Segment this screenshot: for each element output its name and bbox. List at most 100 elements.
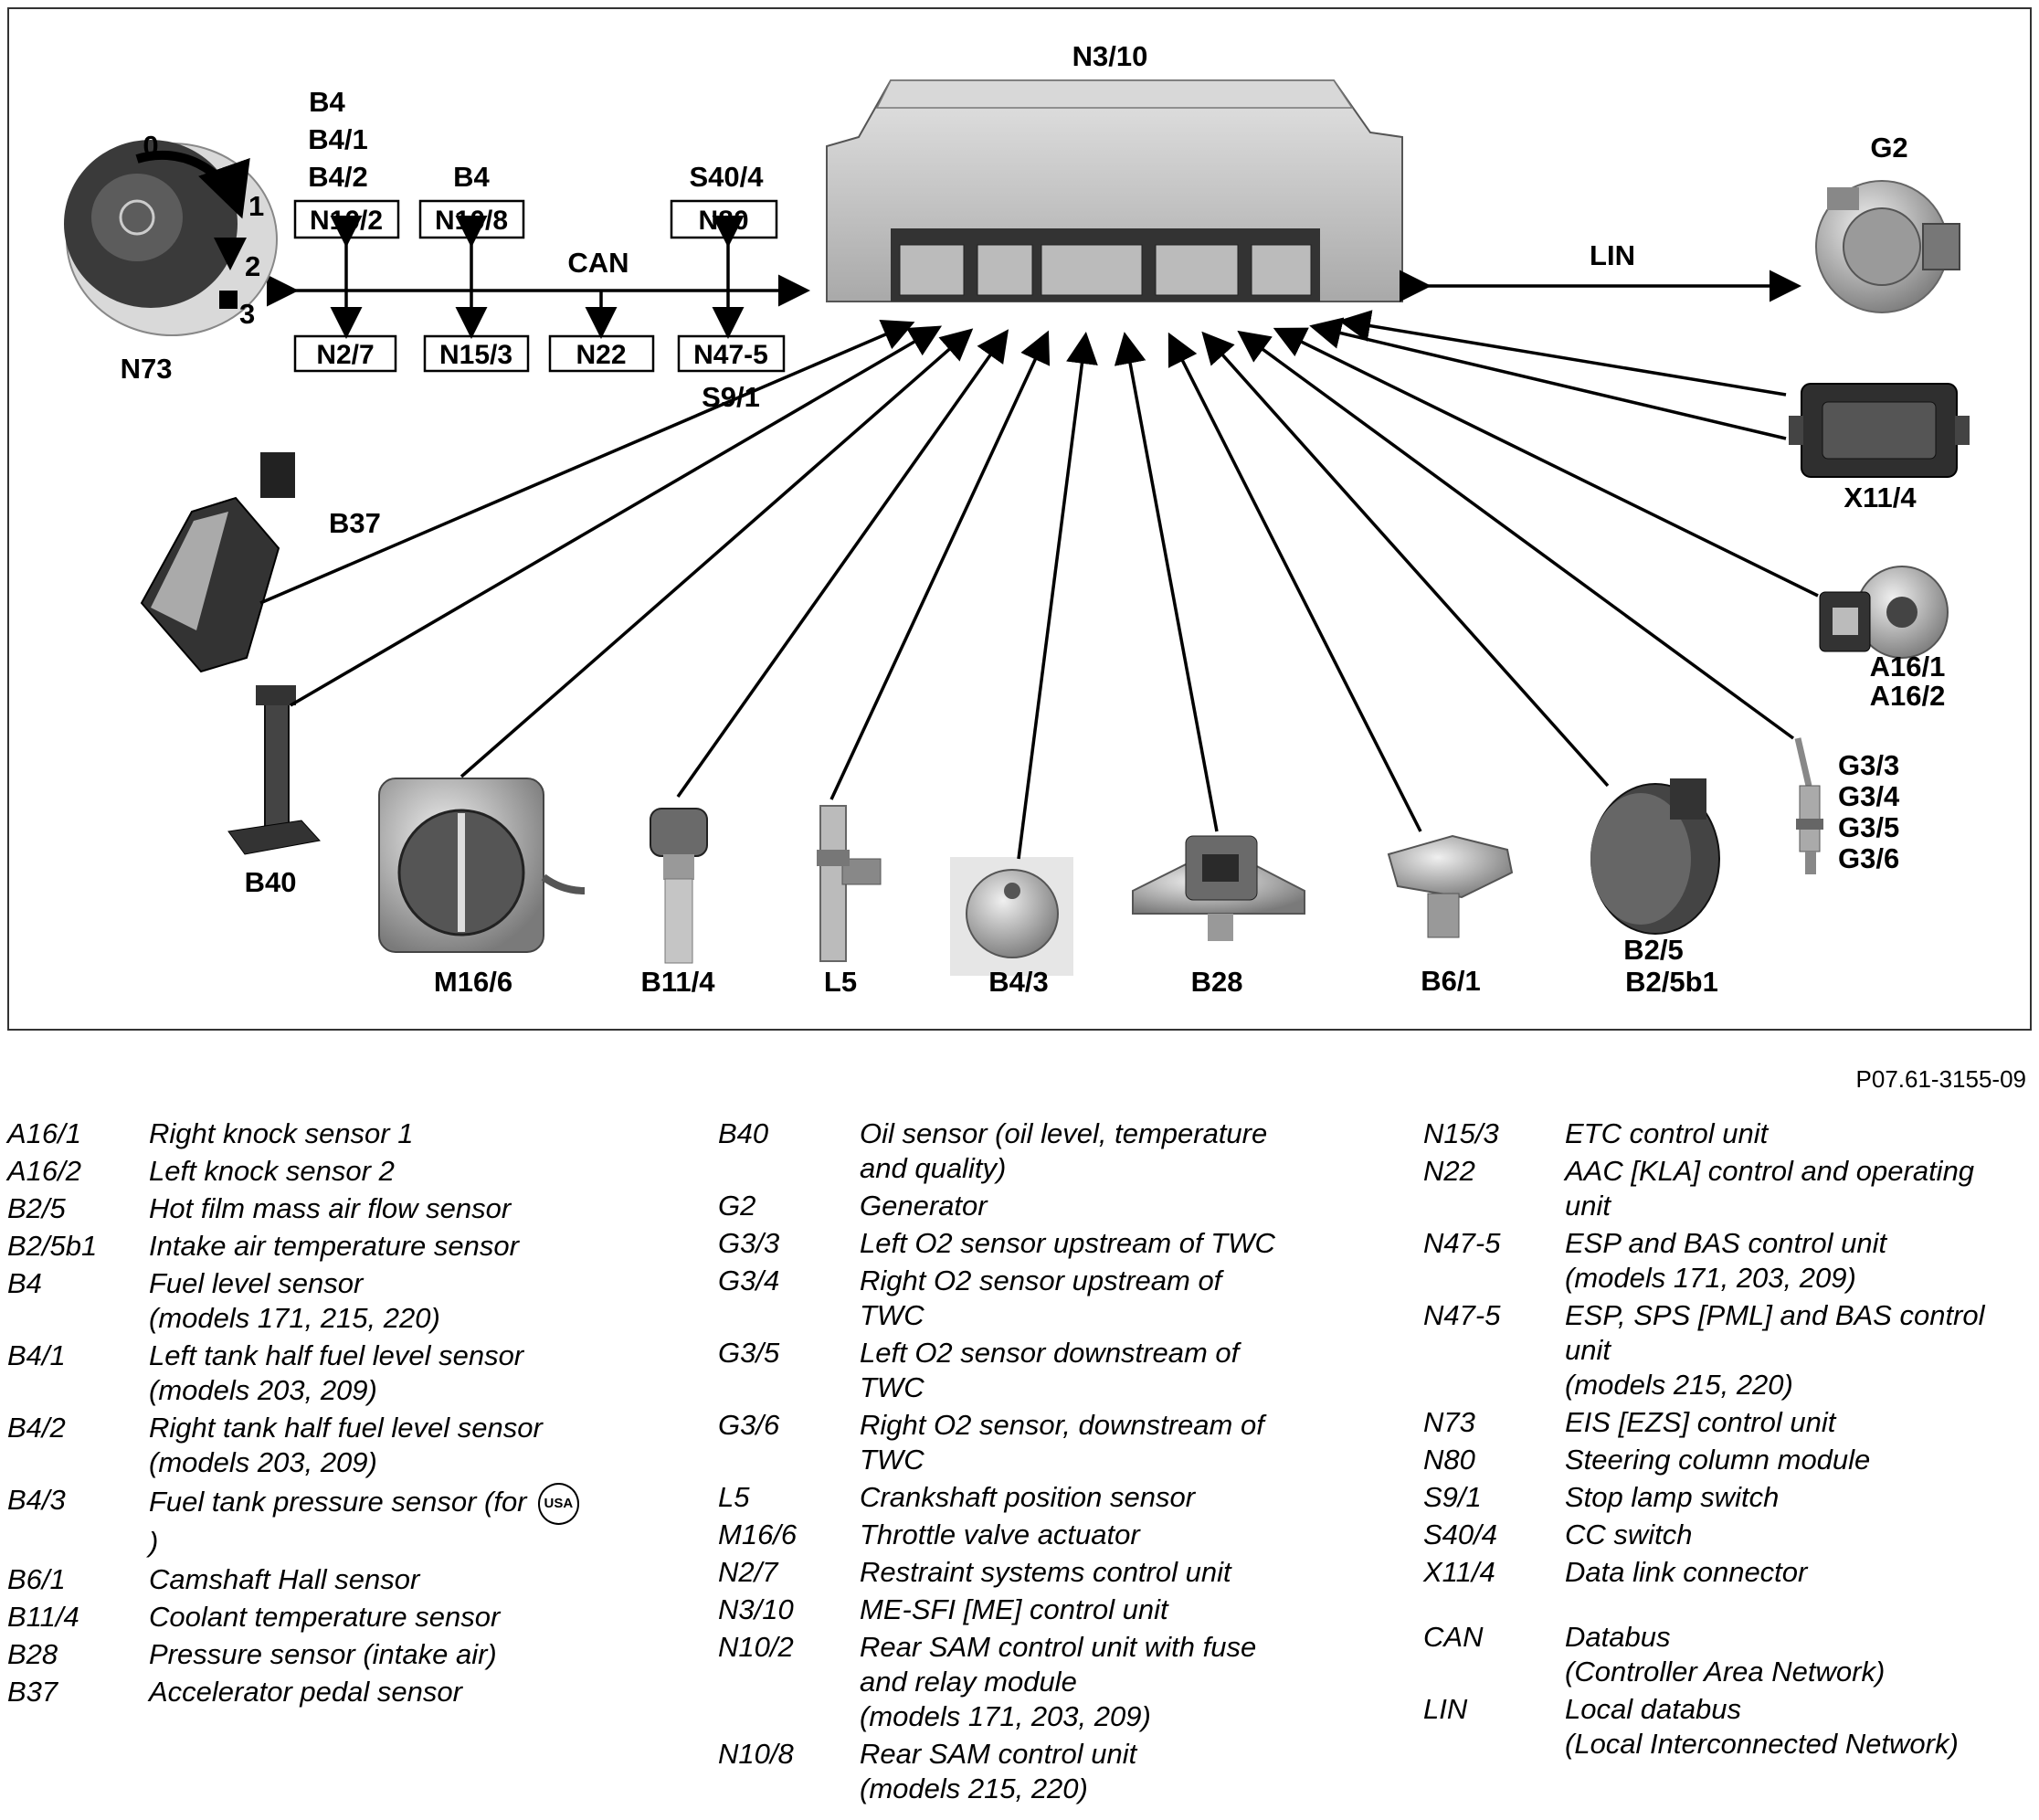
legend-description: CC switch: [1565, 1518, 2035, 1552]
legend-description-line: (models 171, 203, 209): [1565, 1261, 2035, 1296]
legend-description-text: Right knock sensor 1: [149, 1117, 414, 1149]
legend-code: N22: [1423, 1155, 1475, 1187]
legend-description: Throttle valve actuator: [860, 1518, 1385, 1552]
legend-description-text: AAC [KLA] control and operating: [1565, 1155, 1975, 1187]
box-n10-8: N10/8: [418, 199, 525, 239]
label-b4-3: B4/3: [988, 966, 1048, 998]
legend-code: B4: [7, 1267, 42, 1299]
legend-description-line: Intake air temperature sensor: [149, 1229, 647, 1264]
can-stubs: [330, 216, 745, 339]
label-b4-1: B4/1: [308, 123, 367, 155]
legend-code: B37: [7, 1676, 58, 1708]
label-b4: B4: [309, 86, 345, 118]
legend-item: B37 Accelerator pedal sensor: [7, 1675, 647, 1709]
legend-description-line: Pressure sensor (intake air): [149, 1637, 647, 1672]
legend-description-line: (models 215, 220): [860, 1772, 1385, 1806]
ignition-position-3: 3: [239, 298, 255, 330]
legend-code: B6/1: [7, 1563, 66, 1595]
legend-description-line: Coolant temperature sensor: [149, 1600, 647, 1635]
legend-description: Hot film mass air flow sensor: [149, 1191, 647, 1226]
legend-description-text: EIS [EZS] control unit: [1565, 1406, 1836, 1438]
legend-code: N10/8: [718, 1738, 794, 1770]
legend-description: Databus(Controller Area Network): [1565, 1620, 2035, 1689]
legend-description-line: Databus: [1565, 1620, 2035, 1655]
legend-description-line: ): [149, 1525, 647, 1560]
g2-generator: [1815, 180, 1960, 313]
label-g3-4: G3/4: [1838, 780, 1900, 812]
lin-label: LIN: [1590, 239, 1635, 271]
legend-description-line: TWC: [860, 1298, 1385, 1333]
legend-description-text: TWC: [860, 1371, 924, 1403]
legend-description-text: (models 171, 203, 209): [1565, 1262, 1856, 1294]
legend-description-text: ESP, SPS [PML] and BAS control: [1565, 1299, 1985, 1331]
legend-description-text: (models 215, 220): [1565, 1369, 1793, 1401]
legend-description-line: EIS [EZS] control unit: [1565, 1405, 2035, 1440]
legend-description-line: (Local Interconnected Network): [1565, 1727, 2035, 1762]
svg-text:N10/8: N10/8: [435, 206, 508, 236]
legend-description-line: Hot film mass air flow sensor: [149, 1191, 647, 1226]
legend-description-text: Left O2 sensor upstream of TWC: [860, 1227, 1275, 1259]
can-label: CAN: [567, 247, 629, 279]
legend-description: EIS [EZS] control unit: [1565, 1405, 2035, 1440]
legend-description-text: TWC: [860, 1299, 924, 1331]
legend-description-line: ME-SFI [ME] control unit: [860, 1592, 1385, 1627]
ecu-label: N3/10: [1072, 40, 1148, 72]
legend-description-line: Accelerator pedal sensor: [149, 1675, 647, 1709]
legend-description-line: Oil sensor (oil level, temperature: [860, 1116, 1385, 1151]
legend-description-line: Stop lamp switch: [1565, 1480, 2035, 1515]
legend-description: Intake air temperature sensor: [149, 1229, 647, 1264]
legend-description-text: Left knock sensor 2: [149, 1155, 395, 1187]
legend-description-line: (Controller Area Network): [1565, 1655, 2035, 1689]
b40-oil-sensor: [227, 685, 321, 855]
a16-knock-sensor: [1819, 566, 1949, 659]
legend-item: N2/7 Restraint systems control unit: [718, 1555, 1385, 1590]
n73-ignition-switch: [64, 140, 278, 336]
label-g3-5: G3/5: [1838, 811, 1899, 843]
sensor-wires: [259, 310, 1819, 860]
label-g3-6: G3/6: [1838, 842, 1899, 874]
ecu-n3-10: [826, 79, 1403, 302]
legend-description-line: unit: [1565, 1189, 2035, 1223]
legend-description: Left tank half fuel level sensor(models …: [149, 1339, 647, 1408]
legend-description: Data link connector: [1565, 1555, 2035, 1590]
legend-description-text: Rear SAM control unit: [860, 1738, 1137, 1770]
legend-description-text: Rear SAM control unit with fuse: [860, 1631, 1257, 1663]
legend-code: B40: [718, 1117, 769, 1149]
legend-code: S40/4: [1423, 1518, 1498, 1550]
legend-code: N10/2: [718, 1631, 794, 1663]
legend-spacer: [1423, 1592, 2035, 1620]
legend-code: N15/3: [1423, 1117, 1499, 1149]
label-g3-3: G3/3: [1838, 749, 1899, 781]
legend-description-text: ETC control unit: [1565, 1117, 1769, 1149]
legend-description: Rear SAM control unit(models 215, 220): [860, 1737, 1385, 1806]
legend-description-text: Data link connector: [1565, 1556, 1808, 1588]
box-n10-2: N10/2: [293, 199, 400, 239]
legend-description-line: Right tank half fuel level sensor: [149, 1411, 647, 1445]
legend-code: G3/5: [718, 1337, 780, 1369]
legend-description-line: Throttle valve actuator: [860, 1518, 1385, 1552]
legend-code: N2/7: [718, 1556, 778, 1588]
legend-code: LIN: [1423, 1693, 1468, 1725]
legend-item: S40/4 CC switch: [1423, 1518, 2035, 1552]
label-a16-1: A16/1: [1870, 651, 1946, 682]
legend-description-text: Generator: [860, 1190, 988, 1222]
legend-description-text: Right tank half fuel level sensor: [149, 1412, 543, 1444]
legend-description: Restraint systems control unit: [860, 1555, 1385, 1590]
legend-code: N73: [1423, 1406, 1475, 1438]
